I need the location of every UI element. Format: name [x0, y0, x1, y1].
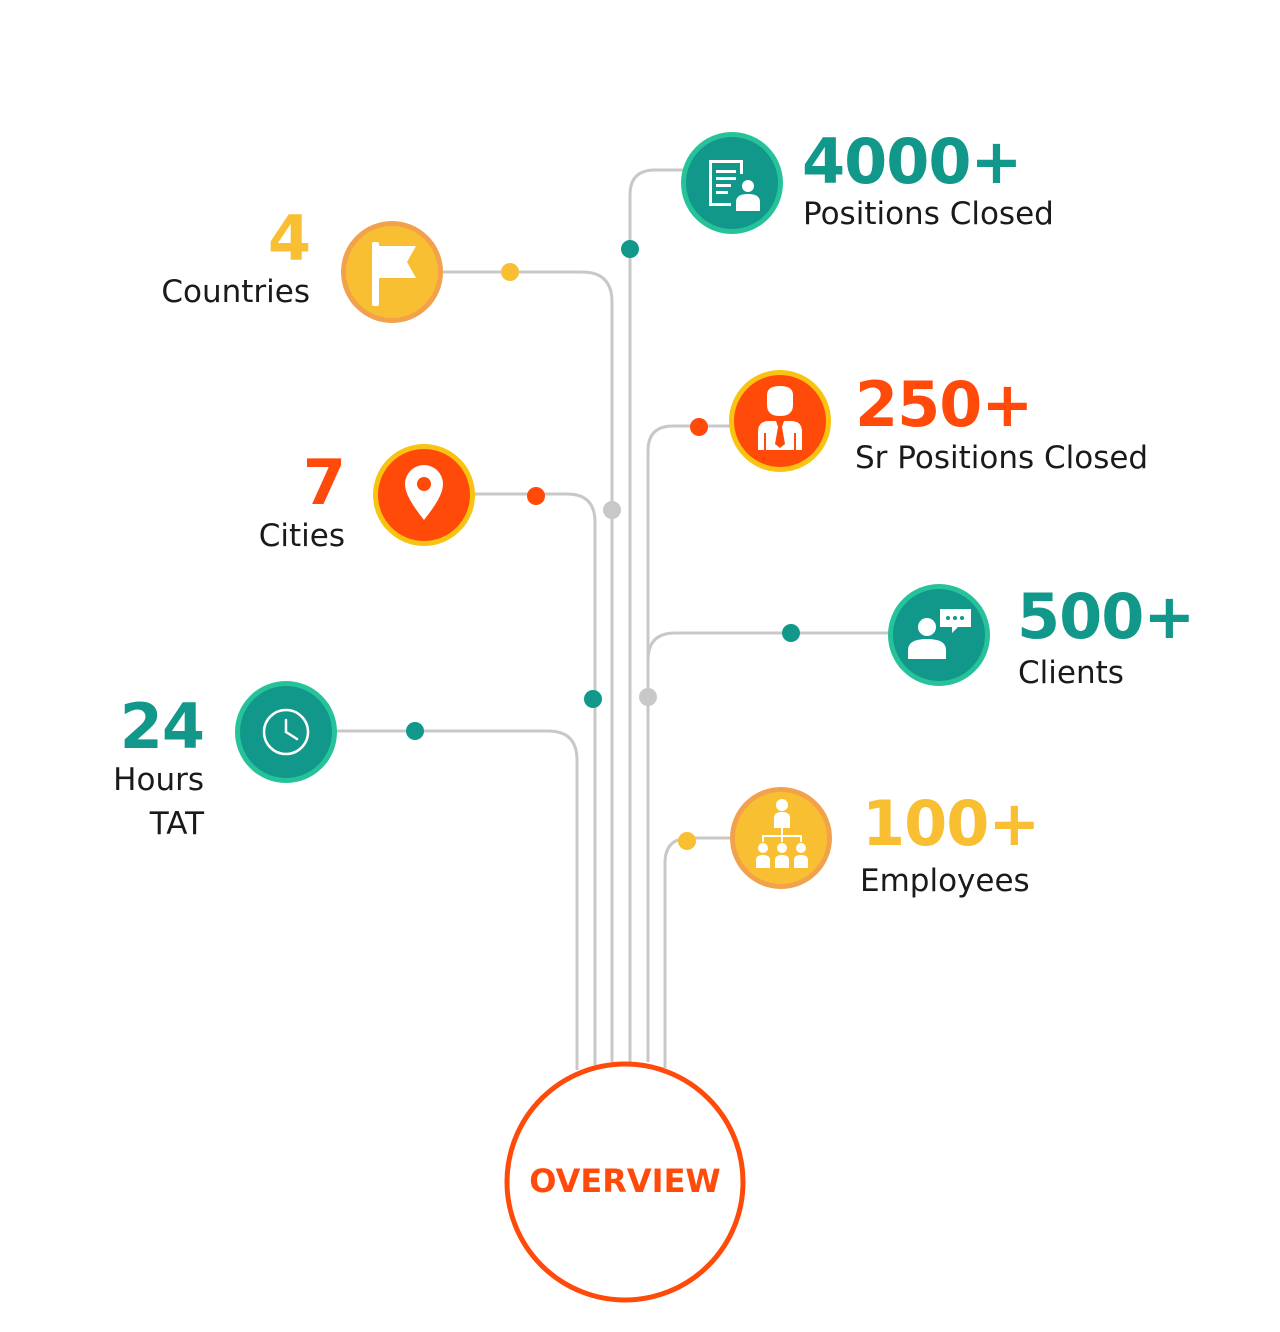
dot-cities	[527, 487, 545, 505]
tat-badge	[235, 681, 337, 783]
cities-badge	[373, 444, 475, 546]
countries-badge	[341, 221, 443, 323]
dot-countries	[501, 263, 519, 281]
tat-label-line1: Hours	[113, 762, 204, 798]
tat-label-line2: TAT	[149, 806, 204, 842]
resume-document-icon	[709, 160, 760, 211]
org-chart-icon	[756, 799, 808, 868]
positions-value: 4000+	[802, 125, 1023, 198]
sr-positions-value: 250+	[855, 368, 1033, 441]
clients-badge	[888, 584, 990, 686]
connector-cities	[472, 492, 597, 1065]
positions-label: Positions Closed	[803, 196, 1054, 232]
sr-positions-label: Sr Positions Closed	[855, 440, 1149, 476]
dot-sr-positions	[690, 418, 708, 436]
dot-positions	[621, 240, 639, 258]
connector-dots	[406, 240, 800, 850]
cities-label: Cities	[258, 518, 345, 554]
client-feedback-icon	[908, 609, 971, 659]
overview-core-circle	[504, 1061, 746, 1303]
connector-employees	[663, 836, 732, 1068]
clients-label: Clients	[1018, 655, 1124, 691]
employees-label: Employees	[860, 863, 1030, 899]
clients-value: 500+	[1017, 580, 1195, 653]
sr-positions-badge	[729, 370, 831, 472]
dot-tat	[406, 722, 424, 740]
employees-badge	[730, 787, 832, 889]
connector-clients	[646, 631, 890, 661]
countries-label: Countries	[161, 274, 310, 310]
clock-icon	[262, 708, 310, 756]
location-pin-icon	[405, 465, 443, 520]
employees-value: 100+	[862, 787, 1040, 860]
tat-value: 24	[119, 690, 205, 763]
dot-junction-teal	[584, 690, 602, 708]
flag-icon	[372, 242, 416, 306]
connector-positions	[628, 168, 685, 1062]
connector-tat	[335, 729, 579, 1070]
businessman-icon	[758, 386, 802, 450]
cities-value: 7	[302, 446, 346, 519]
connector-countries	[440, 270, 614, 1062]
dot-junction-gray-1	[603, 501, 621, 519]
connector-lines	[335, 168, 890, 1070]
countries-value: 4	[267, 202, 311, 275]
dot-clients	[782, 624, 800, 642]
positions-badge	[681, 132, 783, 234]
overview-label: OVERVIEW	[529, 1162, 721, 1200]
dot-junction-gray-2	[639, 688, 657, 706]
connector-sr-positions	[646, 424, 732, 1062]
dot-employees	[678, 832, 696, 850]
